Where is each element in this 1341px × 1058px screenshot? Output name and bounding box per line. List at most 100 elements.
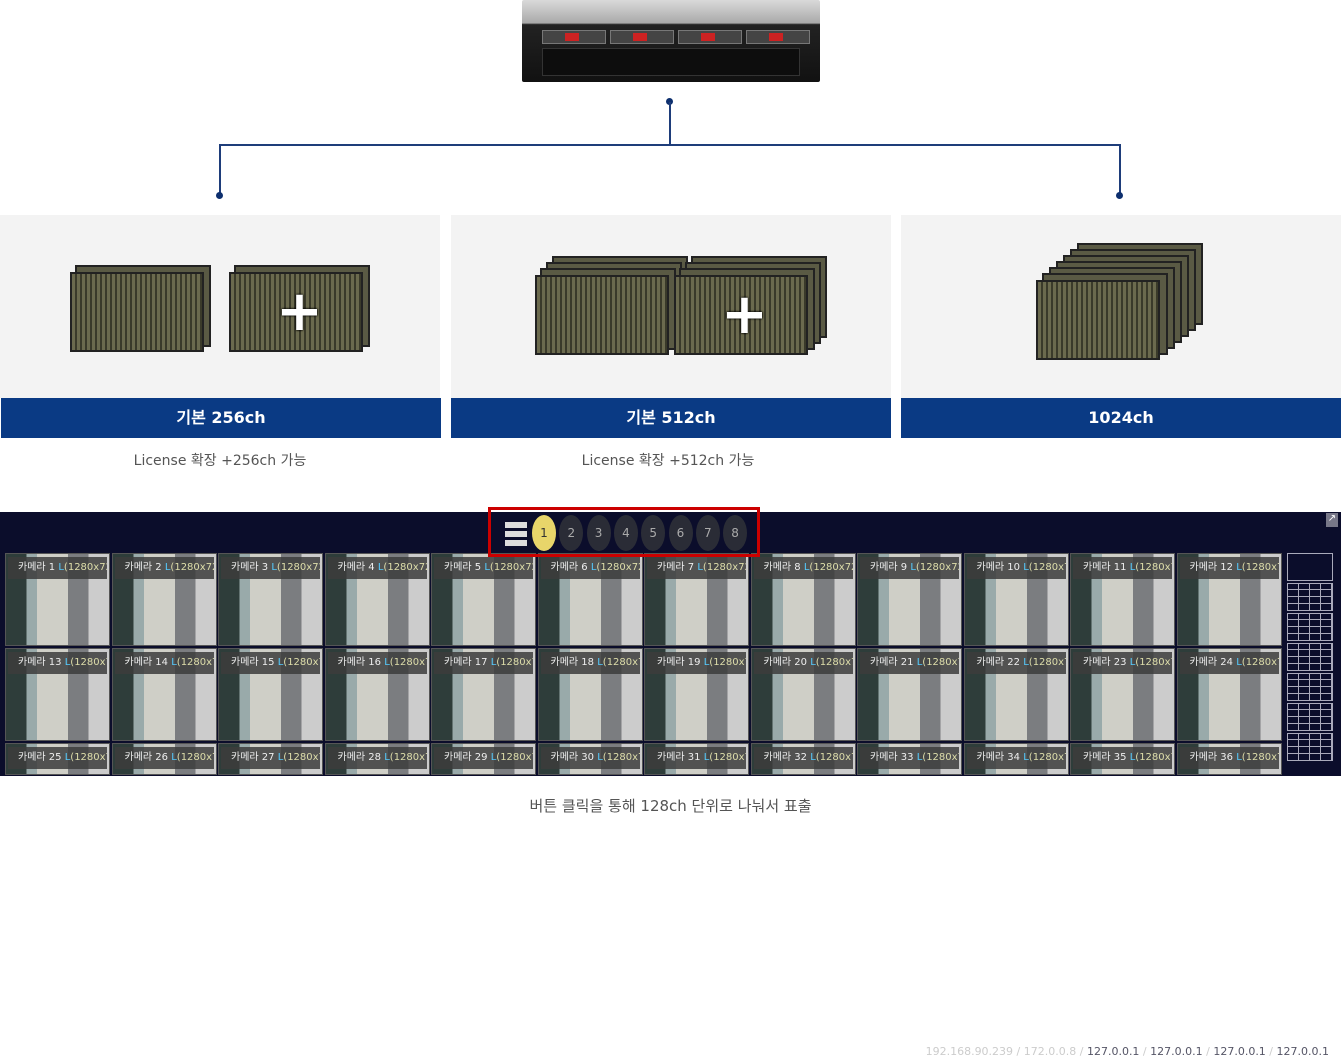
stream-type: L <box>810 752 816 763</box>
camera-tile[interactable]: 카메라 13 L(1280x72... <box>5 648 110 741</box>
camera-tile[interactable]: 카메라 4 L(1280x720... <box>324 553 430 646</box>
camera-tile[interactable]: 카메라 22 L(1280x72... <box>963 648 1069 741</box>
stream-type: L <box>1129 657 1136 668</box>
camera-resolution: 1280x72... <box>1032 752 1066 763</box>
ip-address: 192.168.90.239 <box>925 1045 1014 1058</box>
camera-tile[interactable]: 카메라 26 L(1280x72... <box>111 743 217 775</box>
camera-tile[interactable]: 카메라 30 L(1280x72... <box>537 743 643 775</box>
stream-type: L <box>590 562 597 573</box>
camera-label: 카메라 27 L(1280x72... <box>221 747 320 769</box>
camera-label: 카메라 10 L(1280x72... <box>966 557 1066 579</box>
layout-4x4-button[interactable] <box>1287 643 1333 671</box>
layout-5x5-button[interactable] <box>1287 673 1333 701</box>
stream-type: L <box>803 562 810 573</box>
camera-tile[interactable]: 카메라 28 L(1280x72... <box>324 743 430 775</box>
camera-name: 카메라 29 <box>444 752 488 763</box>
stream-type: L <box>916 752 923 763</box>
camera-label: 카메라 31 L(1280x72... <box>647 747 746 769</box>
camera-tile[interactable]: 카메라 2 L(1280x720... <box>111 553 217 646</box>
stream-type: L <box>1023 562 1029 573</box>
stream-type: L <box>277 657 284 668</box>
page-button-8[interactable]: 8 <box>723 515 748 551</box>
layout-custom-button[interactable] <box>1287 733 1333 761</box>
expand-icon[interactable]: ↗ <box>1326 513 1338 527</box>
camera-resolution: 1280x72... <box>1032 562 1066 573</box>
camera-tile[interactable]: 카메라 17 L(1280x72... <box>431 648 536 741</box>
camera-tile[interactable]: 카메라 36 L(1280x720... <box>1176 743 1282 775</box>
camera-tile[interactable]: 카메라 3 L(1280x720... <box>218 553 323 646</box>
tier-1024-panel <box>901 215 1341 398</box>
ip-address: 172.0.0.8 <box>1023 1045 1077 1058</box>
camera-tile[interactable]: 카메라 20 L(1280x72... <box>750 648 856 741</box>
connector-line <box>219 144 1121 146</box>
camera-resolution: 1280x72... <box>713 657 746 668</box>
page-button-1[interactable]: 1 <box>532 515 556 551</box>
camera-label: 카메라 7 L(1280x720... <box>647 557 746 579</box>
layout-2x2-button[interactable] <box>1287 583 1333 611</box>
camera-tile[interactable]: 카메라 10 L(1280x72... <box>963 553 1069 646</box>
layout-3x3-button[interactable] <box>1287 613 1333 641</box>
camera-tile[interactable]: 카메라 21 L(1280x72... <box>857 648 962 741</box>
server-ip-list: 192.168.90.239 / 172.0.0.8 / 127.0.0.1 /… <box>925 1045 1329 1058</box>
page-button-2[interactable]: 2 <box>559 515 584 551</box>
layout-1x1-button[interactable] <box>1287 553 1333 581</box>
camera-tile[interactable]: 카메라 32 L(1280x72... <box>750 743 856 775</box>
stream-type: L <box>1023 752 1029 763</box>
stream-type: L <box>1129 562 1136 573</box>
camera-name: 카메라 27 <box>231 752 275 763</box>
camera-tile[interactable]: 카메라 16 L(1280x72... <box>324 648 430 741</box>
camera-tile[interactable]: 카메라 11 L(1280x72... <box>1070 553 1175 646</box>
camera-tile[interactable]: 카메라 24 L(1280x720... <box>1176 648 1282 741</box>
camera-resolution: 1280x72... <box>819 657 853 668</box>
camera-tile[interactable]: 카메라 25 L(1280x72... <box>5 743 110 775</box>
stream-type: L <box>271 562 277 573</box>
camera-tile[interactable]: 카메라 29 L(1280x72... <box>431 743 536 775</box>
page-button-6[interactable]: 6 <box>668 515 693 551</box>
camera-label: 카메라 28 L(1280x72... <box>327 747 427 769</box>
camera-tile[interactable]: 카메라 31 L(1280x72... <box>644 743 749 775</box>
camera-name: 카메라 11 <box>1083 562 1127 573</box>
camera-label: 카메라 2 L(1280x720... <box>114 557 214 579</box>
stream-type: L <box>64 657 71 668</box>
camera-tile[interactable]: 카메라 8 L(1280x720... <box>750 553 856 646</box>
monitor-wall-icon <box>535 275 669 355</box>
camera-tile[interactable]: 카메라 18 L(1280x72... <box>537 648 643 741</box>
camera-resolution: 1280x72... <box>500 657 533 668</box>
camera-tile[interactable]: 카메라 19 L(1280x72... <box>644 648 749 741</box>
camera-name: 카메라 28 <box>337 752 382 763</box>
camera-tile[interactable]: 카메라 23 L(1280x72... <box>1070 648 1175 741</box>
connector-line <box>1119 144 1121 194</box>
camera-resolution: 1280x72... <box>287 657 320 668</box>
camera-label: 카메라 24 L(1280x720... <box>1179 652 1279 674</box>
camera-tile[interactable]: 카메라 1 L(1280x720... <box>5 553 110 646</box>
camera-name: 카메라 13 <box>18 657 62 668</box>
camera-tile[interactable]: 카메라 33 L(1280x72... <box>857 743 962 775</box>
camera-name: 카메라 22 <box>976 657 1021 668</box>
page-button-7[interactable]: 7 <box>695 515 720 551</box>
server-list-icon[interactable] <box>505 522 527 548</box>
camera-resolution: 1280x720... <box>1245 657 1279 668</box>
camera-label: 카메라 4 L(1280x720... <box>327 557 427 579</box>
camera-name: 카메라 10 <box>976 562 1021 573</box>
camera-label: 카메라 32 L(1280x72... <box>753 747 853 769</box>
layout-6x6-button[interactable] <box>1287 703 1333 731</box>
camera-tile[interactable]: 카메라 12 L(1280x720... <box>1176 553 1282 646</box>
camera-tile[interactable]: 카메라 15 L(1280x72... <box>218 648 323 741</box>
camera-tile[interactable]: 카메라 35 L(1280x72... <box>1070 743 1175 775</box>
page-button-5[interactable]: 5 <box>641 515 666 551</box>
camera-tile[interactable]: 카메라 14 L(1280x72... <box>111 648 217 741</box>
camera-name: 카메라 32 <box>763 752 808 763</box>
page-button-4[interactable]: 4 <box>613 515 638 551</box>
camera-label: 카메라 36 L(1280x720... <box>1179 747 1279 769</box>
page-button-3[interactable]: 3 <box>586 515 611 551</box>
camera-name: 카메라 15 <box>231 657 275 668</box>
camera-tile[interactable]: 카메라 9 L(1280x720... <box>857 553 962 646</box>
camera-tile[interactable]: 카메라 34 L(1280x72... <box>963 743 1069 775</box>
camera-tile[interactable]: 카메라 7 L(1280x720... <box>644 553 749 646</box>
camera-tile[interactable]: 카메라 5 L(1280x720... <box>431 553 536 646</box>
camera-tile[interactable]: 카메라 6 L(1280x720... <box>537 553 643 646</box>
camera-tile[interactable]: 카메라 27 L(1280x72... <box>218 743 323 775</box>
footer-caption: 버튼 클릭을 통해 128ch 단위로 나눠서 표출 <box>529 797 812 815</box>
camera-name: 카메라 3 <box>231 562 269 573</box>
camera-resolution: 1280x72... <box>1139 562 1172 573</box>
